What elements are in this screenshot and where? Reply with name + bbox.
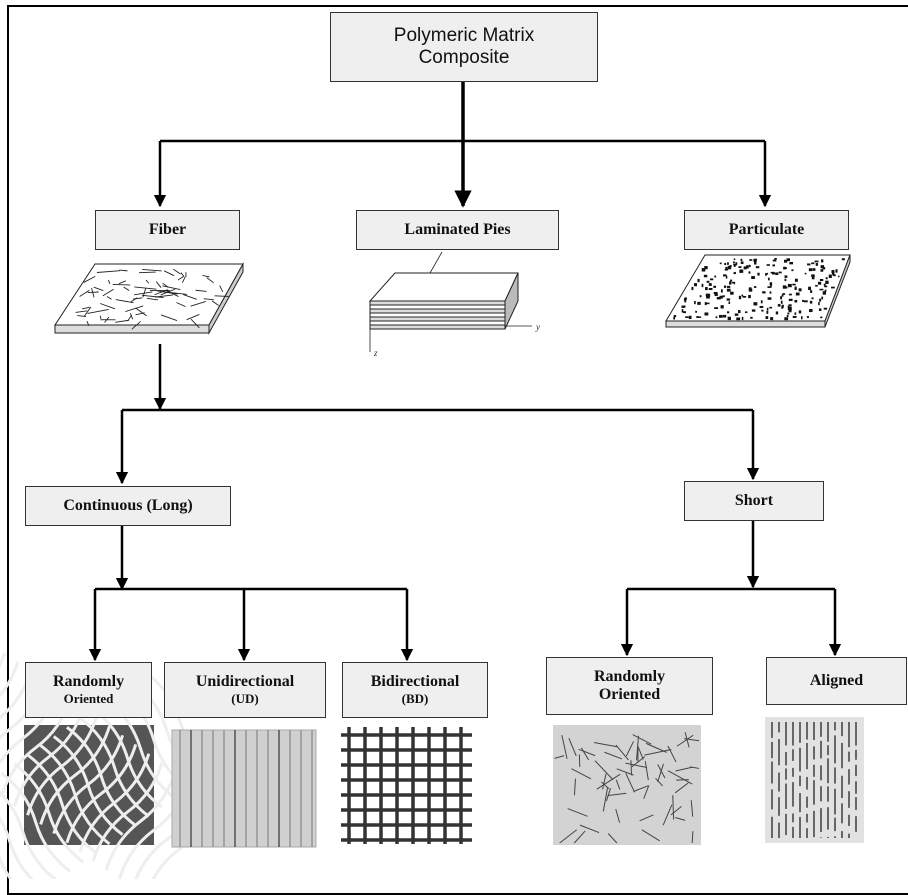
- random-long-node: Randomly Oriented: [25, 662, 152, 718]
- root-label-line2: Composite: [419, 47, 510, 69]
- laminate-axis-y-label: y: [535, 322, 540, 332]
- particulate-plate-image: [666, 255, 850, 327]
- bd-mesh-image: [341, 727, 472, 844]
- short-label: Short: [735, 492, 773, 510]
- continuous-label: Continuous (Long): [63, 497, 192, 515]
- aligned-node: Aligned: [766, 657, 907, 705]
- random-short-label-line1: Randomly: [594, 668, 665, 686]
- laminated-label: Laminated Pies: [404, 221, 510, 239]
- bd-label-line2: (BD): [402, 692, 429, 707]
- bd-label-line1: Bidirectional: [371, 673, 460, 691]
- random-short-node: Randomly Oriented: [546, 657, 713, 715]
- ud-label-line1: Unidirectional: [196, 673, 294, 691]
- short-aligned-image: [765, 717, 864, 843]
- laminated-node: Laminated Pies: [356, 210, 559, 250]
- root-label-line1: Polymeric Matrix: [394, 25, 534, 47]
- random-long-label-line2: Oriented: [64, 692, 114, 707]
- continuous-node: Continuous (Long): [25, 486, 231, 526]
- fiber-label: Fiber: [149, 221, 186, 239]
- laminate-stack-image: [370, 252, 532, 352]
- short-random-image: [553, 725, 701, 845]
- laminate-axis-z-label: z: [373, 348, 378, 358]
- random-long-label-line1: Randomly: [53, 673, 124, 691]
- ud-label-line2: (UD): [231, 692, 258, 707]
- bd-node: Bidirectional (BD): [342, 662, 488, 718]
- root-node: Polymeric Matrix Composite: [330, 12, 598, 82]
- aligned-label: Aligned: [810, 672, 863, 690]
- fiber-plate-image: [55, 264, 243, 333]
- ud-panel-image: [172, 730, 316, 847]
- particulate-label: Particulate: [729, 221, 805, 239]
- fiber-node: Fiber: [95, 210, 240, 250]
- particulate-node: Particulate: [684, 210, 849, 250]
- short-node: Short: [684, 481, 824, 521]
- ud-node: Unidirectional (UD): [164, 662, 326, 718]
- random-short-label-line2: Oriented: [599, 686, 660, 704]
